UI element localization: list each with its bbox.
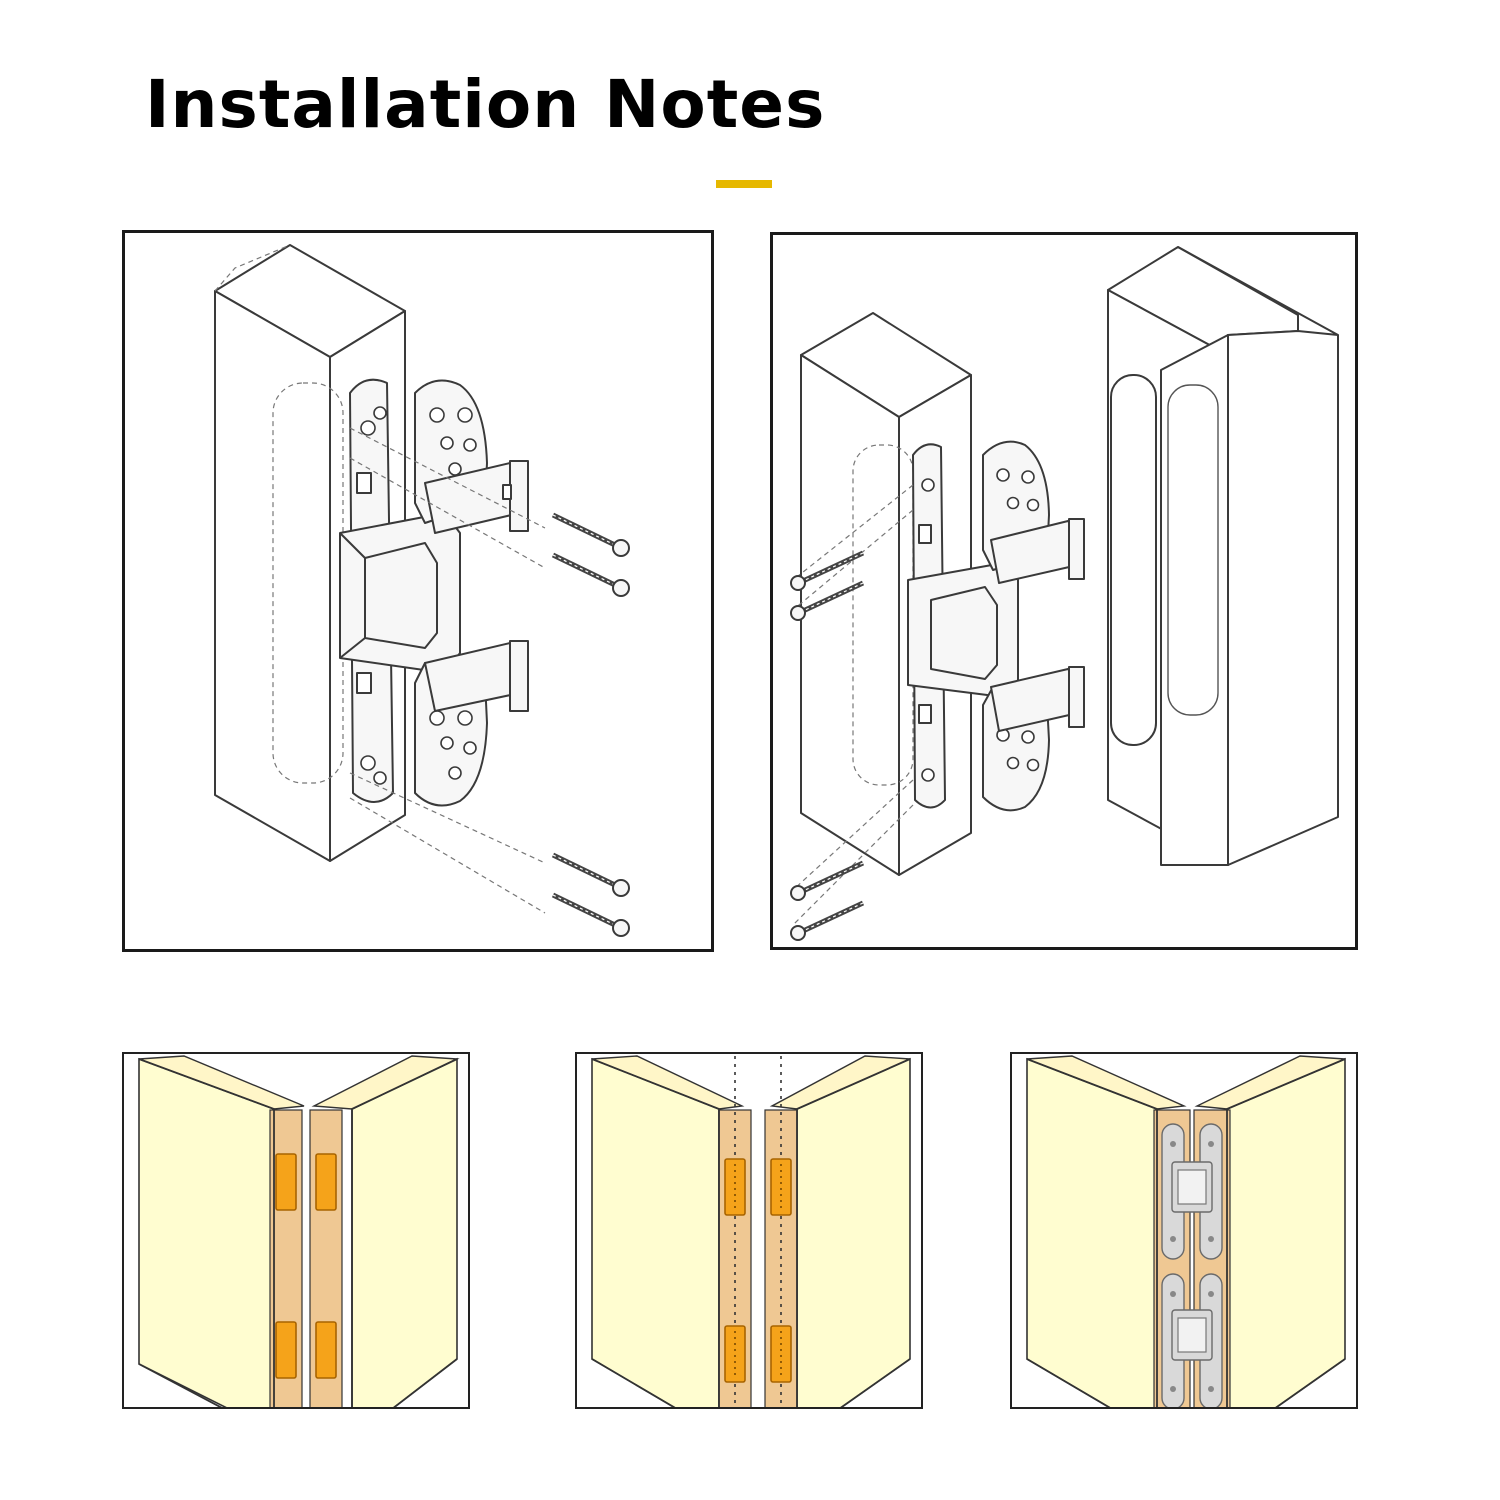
mortise-slot-icon (138, 1055, 460, 1407)
edges-mortise-slots-panel (122, 1052, 470, 1409)
hinge-exploded-panel-right (770, 232, 1358, 950)
screw-icon (551, 552, 630, 597)
hinge-exploded-single-jamb-drawing (214, 244, 630, 937)
screw-icon (790, 860, 865, 901)
page-title: Installation Notes (145, 66, 826, 143)
screw-icon (790, 550, 865, 591)
edges-drilled-pockets-panel (575, 1052, 923, 1409)
screw-icon (790, 900, 865, 941)
drilled-pocket-icon (591, 1055, 911, 1407)
screw-icon (790, 580, 865, 621)
hinge-exploded-panel-left (122, 230, 714, 952)
title-accent-bar (716, 180, 772, 188)
edges-hinges-installed-panel (1010, 1052, 1358, 1409)
screw-icon (551, 512, 630, 557)
screw-icon (551, 852, 630, 897)
screw-icon (551, 892, 630, 937)
installed-hinge-icon (1026, 1055, 1346, 1407)
hinge-exploded-door-and-frame-drawing (790, 246, 1339, 941)
